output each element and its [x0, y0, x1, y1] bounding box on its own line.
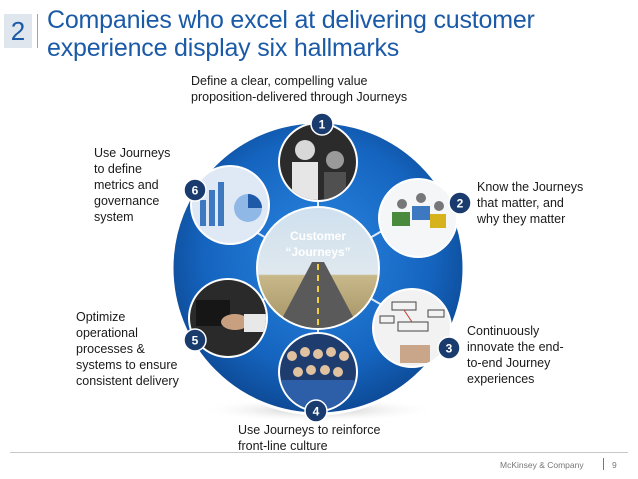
hallmark-6-line: to define [94, 162, 142, 176]
hallmark-6-text: Use Journeys to define metrics and gover… [94, 145, 170, 225]
slide-number: 2 [4, 14, 32, 48]
badge-1-number: 1 [319, 118, 326, 132]
footer-brand: McKinsey & Company [500, 460, 584, 470]
hallmark-3-line: experiences [467, 372, 535, 386]
badge-3-number: 3 [446, 342, 453, 356]
hallmark-3-line: Continuously [467, 324, 540, 338]
hallmark-2-line: Know the Journeys [477, 180, 584, 194]
photo-metrics-charts [190, 165, 270, 245]
title-line-2: experience display six hallmarks [47, 34, 400, 62]
badge-1: 1 [310, 112, 334, 136]
badge-4-number: 4 [313, 405, 320, 419]
hallmark-3-line: to-end Journey [467, 356, 551, 370]
footer-page-number: 9 [612, 460, 617, 470]
hallmark-6-line: governance [94, 194, 160, 208]
hallmark-3-text: Continuously innovate the end- to-end Jo… [467, 323, 564, 387]
title-divider [37, 14, 38, 48]
hallmark-6-line: system [94, 210, 134, 224]
badge-3: 3 [437, 336, 461, 360]
hallmark-3-line: innovate the end- [467, 340, 564, 354]
hallmark-1-line: Define a clear, compelling value [191, 74, 368, 88]
hallmark-5-line: processes & [76, 342, 145, 356]
photo-strategy-sketch [372, 288, 452, 368]
hallmark-5-line: operational [76, 326, 138, 340]
center-label-line-2: “Journeys” [285, 245, 350, 259]
hallmark-5-line: systems to ensure [76, 358, 178, 372]
hallmark-4-line: front-line culture [238, 439, 328, 453]
badge-6-number: 6 [192, 184, 199, 198]
hallmark-1-text: Define a clear, compelling value proposi… [191, 73, 407, 105]
badge-5: 5 [183, 328, 207, 352]
photo-puzzle-figures [378, 178, 458, 258]
hallmark-1-line: proposition-delivered through Journeys [191, 90, 408, 104]
badge-5-number: 5 [192, 334, 199, 348]
hallmark-2-line: why they matter [477, 212, 566, 226]
badge-2: 2 [448, 191, 472, 215]
center-label-line-1: Customer [290, 229, 346, 243]
hallmark-6-line: Use Journeys [94, 146, 171, 160]
title-line-1: Companies who excel at delivering custom… [47, 6, 535, 34]
hallmark-4-line: Use Journeys to reinforce [238, 423, 381, 437]
badge-2-number: 2 [457, 197, 464, 211]
badge-4: 4 [304, 399, 328, 423]
badge-6: 6 [183, 178, 207, 202]
hallmark-4-text: Use Journeys to reinforce front-line cul… [238, 422, 380, 454]
slide-title: Companies who excel at delivering custom… [47, 6, 627, 62]
hallmark-2-text: Know the Journeys that matter, and why t… [477, 179, 583, 227]
footer-separator [603, 458, 604, 470]
hallmark-5-line: consistent delivery [76, 374, 179, 388]
hallmark-5-text: Optimize operational processes & systems… [76, 309, 179, 389]
hallmark-5-line: Optimize [76, 310, 126, 324]
center-road-image [256, 206, 380, 330]
hallmark-6-line: metrics and [94, 178, 159, 192]
footer-divider [10, 452, 628, 453]
hallmark-2-line: that matter, and [477, 196, 564, 210]
photo-team-crowd [278, 332, 358, 412]
photo-people-meeting [278, 122, 358, 202]
